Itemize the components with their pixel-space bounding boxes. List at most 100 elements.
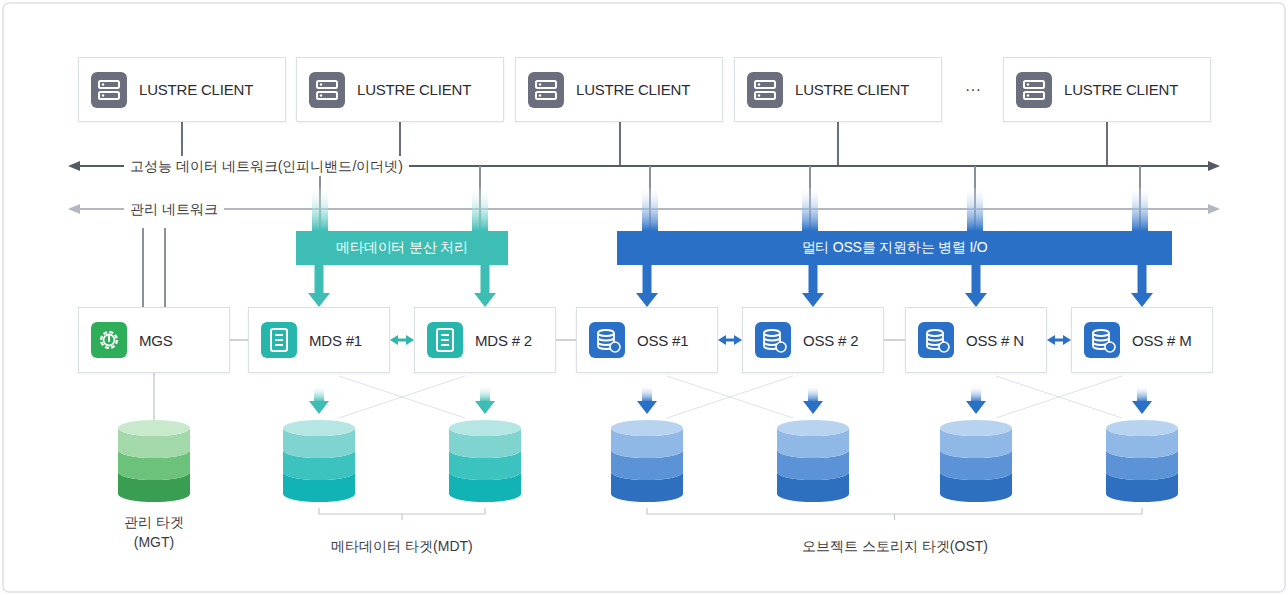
client-icon — [91, 72, 127, 108]
storage-arrow-shaft — [314, 386, 324, 402]
server-box: LUSTRE CLIENT — [1003, 57, 1211, 122]
failover-line — [339, 376, 465, 418]
failover-line — [996, 376, 1122, 418]
failover-line — [996, 376, 1122, 418]
node-label: OSS # N — [966, 332, 1024, 349]
server-box: MDS #1 — [248, 307, 390, 373]
storage-arrow-shaft — [808, 386, 818, 402]
network-label: 관리 네트워크 — [124, 199, 224, 219]
group-bracket — [647, 508, 1142, 520]
group-bracket — [319, 508, 485, 520]
oss-icon — [755, 322, 791, 358]
failover-line — [667, 376, 793, 418]
flow-arrow — [643, 265, 652, 295]
target-label: 오브젝트 스토리지 타겟(OST) — [745, 536, 1045, 556]
mgs-network-link — [164, 228, 166, 307]
client-icon — [309, 72, 345, 108]
server-box: OSS # N — [905, 307, 1047, 373]
mgt-link — [153, 373, 155, 420]
node-label: MGS — [139, 332, 173, 349]
band-label: 멀티 OSS를 지원하는 병렬 I/O — [802, 239, 988, 257]
storage-arrowhead — [637, 401, 657, 414]
oss-icon — [918, 322, 954, 358]
client-drop-line — [837, 122, 839, 166]
target-label: 관리 타겟 (MGT) — [114, 512, 194, 553]
node-label: LUSTRE CLIENT — [357, 81, 471, 98]
glow-arrow — [1132, 188, 1148, 231]
client-icon — [528, 72, 564, 108]
node-label: LUSTRE CLIENT — [576, 81, 690, 98]
glow-arrow — [802, 188, 818, 231]
storage-arrowhead — [1132, 401, 1152, 414]
glow-arrow — [312, 188, 328, 231]
server-box: LUSTRE CLIENT — [515, 57, 723, 122]
flow-arrow — [972, 265, 981, 295]
storage-arrowhead — [475, 401, 495, 414]
oss-icon — [1084, 322, 1120, 358]
flow-arrow — [481, 265, 490, 295]
node-label: MDS # 2 — [475, 332, 532, 349]
link-line — [884, 339, 905, 341]
storage-top — [777, 420, 849, 436]
server-box: MGS — [78, 307, 230, 373]
node-label: LUSTRE CLIENT — [795, 81, 909, 98]
storage-arrow-shaft — [642, 386, 652, 402]
client-icon — [747, 72, 783, 108]
storage-arrow-shaft — [1137, 386, 1147, 402]
ellipsis-mark: ··· — [958, 78, 988, 101]
node-label: LUSTRE CLIENT — [1064, 81, 1178, 98]
client-drop-line — [1106, 122, 1108, 166]
server-box: OSS # M — [1071, 307, 1213, 373]
storage-arrowhead — [309, 401, 329, 414]
server-box: LUSTRE CLIENT — [734, 57, 942, 122]
storage-top — [1106, 420, 1178, 436]
node-label: OSS # M — [1132, 332, 1191, 349]
mgs-network-link — [142, 228, 144, 307]
server-box: LUSTRE CLIENT — [296, 57, 504, 122]
flow-arrow — [396, 339, 408, 342]
frame — [3, 3, 1285, 592]
network-arrowhead — [1208, 204, 1220, 214]
band-label: 메타데이터 분산 처리 — [336, 239, 468, 257]
storage-top — [449, 420, 521, 436]
target-label: 메타데이터 타겟(MDT) — [252, 536, 552, 556]
node-label: MDS #1 — [309, 332, 362, 349]
link-line — [230, 339, 248, 341]
storage-arrowhead — [966, 401, 986, 414]
link-line — [556, 339, 576, 341]
network-arrowhead — [68, 161, 80, 171]
server-box: OSS # 2 — [742, 307, 884, 373]
glow-arrow — [967, 188, 983, 231]
network-arrowhead — [68, 204, 80, 214]
node-label: OSS # 2 — [803, 332, 858, 349]
mds-icon — [261, 322, 297, 358]
flow-arrow — [1138, 265, 1147, 295]
storage-arrowhead — [803, 401, 823, 414]
server-box: MDS # 2 — [414, 307, 556, 373]
storage-top — [940, 420, 1012, 436]
node-label: LUSTRE CLIENT — [139, 81, 253, 98]
flow-arrow — [724, 339, 736, 342]
flow-arrow — [809, 265, 818, 295]
client-drop-line — [619, 122, 621, 166]
storage-top — [611, 420, 683, 436]
storage-top — [118, 420, 190, 436]
network-arrowhead — [1208, 161, 1220, 171]
storage-top — [283, 420, 355, 436]
storage-arrow-shaft — [971, 386, 981, 402]
server-box: LUSTRE CLIENT — [78, 57, 286, 122]
server-box: OSS #1 — [576, 307, 718, 373]
flow-arrow — [1053, 339, 1065, 342]
storage-arrow-shaft — [480, 386, 490, 402]
failover-line — [667, 376, 793, 418]
glow-arrow — [472, 188, 488, 231]
client-icon — [1016, 72, 1052, 108]
node-label: OSS #1 — [637, 332, 688, 349]
mgs-icon — [91, 322, 127, 358]
network-label: 고성능 데이터 네트워크(인피니밴드/이더넷) — [124, 156, 409, 176]
oss-icon — [589, 322, 625, 358]
flow-arrow — [315, 265, 324, 295]
mds-icon — [427, 322, 463, 358]
process-band: 메타데이터 분산 처리 — [296, 231, 508, 265]
